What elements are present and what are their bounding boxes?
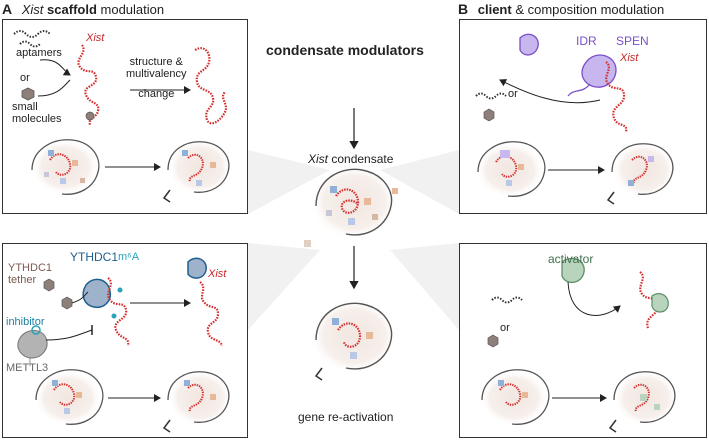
small-molecule-icon (21, 87, 35, 101)
label-small-molecules: small molecules (12, 101, 62, 125)
condensate-icon-b-bottom-left (480, 369, 550, 426)
label-or-b-bottom: or (500, 322, 510, 334)
tether-link (71, 291, 89, 304)
spen-idr-tail (567, 83, 591, 97)
center-title: condensate modulators (266, 42, 424, 58)
panel-b-title-rest: & composition modulation (515, 2, 665, 17)
xist-rna-a-bottom-left (107, 277, 130, 347)
label-xist-a-bottom: Xist (208, 268, 227, 280)
aptamer-icon (13, 30, 51, 48)
label-mettl3: METTL3 (6, 362, 49, 374)
xist-rna-a-top-left (77, 44, 100, 126)
label-center-xist: Xist (308, 152, 329, 166)
reactivated-condensate-icon (310, 298, 398, 381)
spen-protein-icon (581, 54, 617, 88)
condensate-icon-b-bottom-right (608, 370, 678, 433)
label-inhibitor: inhibitor (6, 316, 45, 328)
label-xist-condensate: Xist condensate (308, 152, 393, 166)
condensate-icon-a-top-right (162, 139, 232, 203)
condensate-icon-b-top-right (606, 142, 676, 205)
panel-a-letter: A (2, 1, 13, 17)
label-small-molecules-text: small molecules (12, 101, 62, 125)
ythdc1-protein-released-icon (187, 257, 207, 279)
tether-molecule-icon-2 (61, 296, 73, 310)
aptamer-b-bottom-icon (491, 296, 523, 304)
label-ythdc1-tether-line1: YTHDC1 (8, 262, 53, 274)
m6a-mark-icon-2 (111, 313, 117, 319)
label-ythdc1: YTHDC1 (70, 250, 119, 264)
panel-a-title-bold: scaffold (47, 2, 97, 17)
bound-molecule-icon (85, 111, 95, 121)
label-ythdc1-tether: YTHDC1 tether (8, 262, 52, 286)
label-change-line3: change (138, 88, 175, 100)
arrow-aptamer-to-xist (39, 59, 71, 76)
label-change-line2: multivalency (126, 68, 187, 80)
condensate-icon-b-top-left (476, 141, 546, 198)
panel-a-title-italic: Xist (21, 2, 44, 17)
arrow-molecule-to-xist (37, 79, 71, 97)
aptamer-b-icon (475, 92, 507, 100)
label-xist-a-top: Xist (86, 32, 105, 44)
label-center-condensate: condensate (331, 152, 394, 166)
label-m6a: m⁶A (118, 251, 140, 263)
mettl3-protein-icon (17, 330, 48, 359)
label-spen: SPEN (616, 34, 649, 48)
idr-protein-icon (519, 33, 539, 56)
xist-rna-a-top-right (194, 47, 228, 125)
ythdc1-protein-icon (82, 278, 112, 309)
label-idr: IDR (576, 34, 597, 48)
label-xist-b-top: Xist (620, 52, 639, 64)
xist-condensate-icon (304, 164, 398, 247)
inhibitor-icon (31, 325, 41, 335)
xist-rna-a-bottom-right (199, 281, 224, 347)
condensate-icon-a-top-left (31, 139, 100, 195)
activator-protein-icon (561, 257, 585, 283)
shade-b-bottom (390, 243, 459, 330)
label-or-b-top: or (508, 88, 518, 100)
label-aptamers: aptamers (16, 47, 62, 59)
inhibition-line (45, 329, 93, 341)
label-or-a-top: or (20, 72, 30, 84)
small-molecule-b-bottom-icon (487, 334, 499, 348)
panel-b-title-bold: client (477, 2, 512, 17)
condensate-icon-a-bottom-right (162, 370, 232, 433)
shade-a-bottom (248, 243, 320, 330)
panel-b-letter: B (458, 1, 469, 17)
label-ythdc1-tether-line2: tether (8, 274, 37, 286)
panel-b-header: B client & composition modulation (458, 1, 664, 17)
panel-a-header: A Xist scaffold modulation (2, 1, 164, 17)
m6a-mark-icon (117, 287, 123, 293)
label-activator: activator (548, 252, 594, 266)
label-change-line1: structure & (129, 56, 183, 68)
shade-b-top (380, 150, 459, 214)
arrow-b-top-curve (499, 79, 601, 104)
label-gene-reactivation: gene re-activation (298, 410, 394, 424)
label-change: structure & multivalency change (126, 56, 187, 100)
small-molecule-b-top-icon (483, 108, 495, 122)
condensate-icon-a-bottom-left (34, 369, 104, 426)
panel-a-title-rest: modulation (100, 2, 165, 17)
activator-bound-icon (651, 293, 669, 313)
tether-molecule-icon-1 (43, 278, 55, 292)
arrow-b-bottom-curve (567, 281, 621, 316)
shade-a-top (248, 150, 330, 214)
xist-rna-b-top (605, 61, 628, 133)
